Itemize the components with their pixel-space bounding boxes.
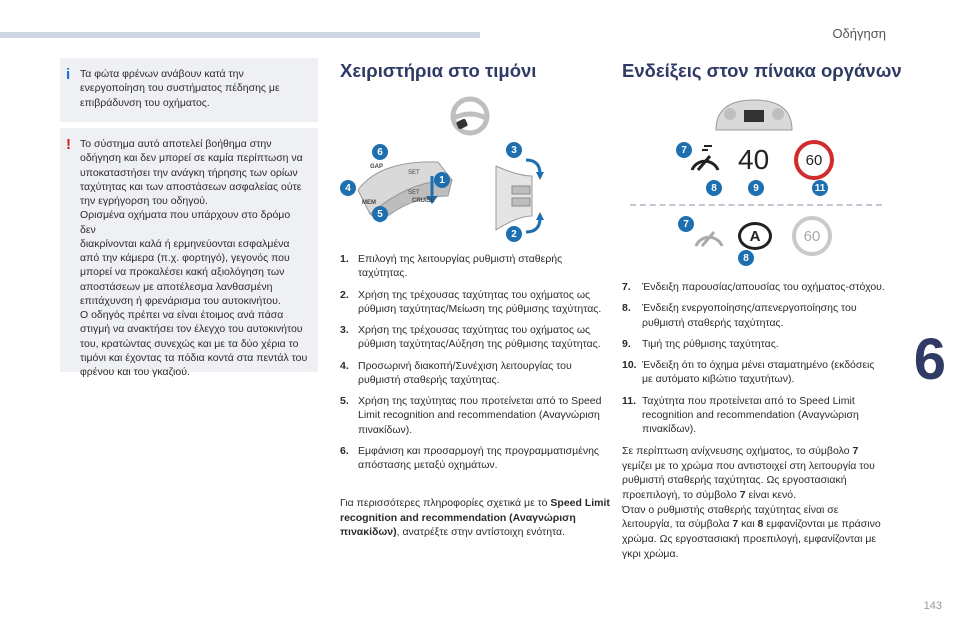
list-item: 10. Ένδειξη ότι το όχημα μένει σταματημέν…	[622, 358, 888, 387]
radar-inactive-icon	[694, 231, 724, 247]
list-item: 2. Χρήση της τρέχουσας ταχύτητας του οχήμ…	[340, 288, 602, 317]
p1-text: Σε περίπτωση ανίχνευσης οχήματος, το σύμ…	[622, 445, 853, 457]
page-number: 143	[923, 600, 942, 612]
item-text: Ένδειξη ότι το όχημα μένει σταματημένο (…	[642, 359, 875, 386]
stalk-label-mem: MEM	[362, 200, 376, 206]
list-item: 11. Ταχύτητα που προτείνεται από το Speed…	[622, 394, 888, 437]
item-text: Ταχύτητα που προτείνεται από το Speed Li…	[642, 394, 859, 436]
callout-9-top: 9	[748, 180, 764, 196]
speed-limit-sign-inactive: 60	[792, 216, 832, 256]
more-info-feature-name: Speed Limit recognition and recommendati…	[340, 497, 610, 539]
p1-text-mid: γεμίζει με το χρώμα που αντιστοιχεί στη …	[622, 459, 875, 502]
stalk-label-cruise: CRUISE	[412, 198, 435, 204]
p2-text-after: εμφανίζονται με πράσινο χρώμα. Ως εργοστ…	[622, 518, 881, 560]
callout-8-bottom: 8	[738, 250, 754, 266]
item-text: Χρήση της τρέχουσας ταχύτητας του οχήματ…	[358, 324, 601, 351]
item-text: Ένδειξη παρουσίας/απουσίας του οχήματος-…	[642, 281, 885, 293]
item-text: Ένδειξη ενεργοποίησης/απενεργοποίησης το…	[642, 302, 857, 329]
radar-active-icon	[690, 145, 720, 171]
callout-5: 5	[372, 206, 388, 222]
p1-symbol-ref-2: 7	[739, 489, 746, 502]
list-item: 9. Τιμή της ρύθμισης ταχύτητας.	[622, 337, 888, 351]
item-text: Προσωρινή διακοπή/Συνέχιση λειτουργίας τ…	[358, 359, 572, 386]
list-item: 5. Χρήση της ταχύτητας που προτείνεται απ…	[340, 394, 602, 437]
callout-3: 3	[506, 142, 522, 158]
item-number: 3.	[340, 324, 349, 337]
list-item: 6. Εμφάνιση και προσαρμογή της προγραμματ…	[340, 444, 602, 473]
more-info-text-after: , ανατρέξτε στην αντίστοιχη ενότητα.	[396, 526, 566, 539]
callout-2: 2	[506, 226, 522, 242]
item-number: 10.	[622, 359, 637, 372]
auto-hold-symbol: A	[749, 227, 761, 245]
speed-limit-sign-active: 60	[794, 140, 834, 180]
list-item: 7. Ένδειξη παρουσίας/απουσίας του οχήματο…	[622, 280, 888, 294]
set-speed-value: 40	[738, 144, 770, 175]
stalk-drawing	[357, 161, 454, 223]
item-text: Εμφάνιση και προσαρμογή της προγραμματισ…	[358, 444, 599, 472]
item-number: 6.	[340, 444, 349, 457]
p2-text-mid: και	[738, 518, 758, 531]
list-item: 8. Ένδειξη ενεργοποίησης/απενεργοποίησης …	[622, 301, 888, 330]
item-number: 8.	[622, 302, 631, 315]
more-info-paragraph: Για περισσότερες πληροφορίες σχετικά με …	[340, 496, 610, 540]
section-header: Οδήγηση	[832, 26, 886, 41]
callout-1: 1	[434, 172, 450, 188]
callout-8-top: 8	[706, 180, 722, 196]
item-text: Χρήση της ταχύτητας που προτείνεται από …	[358, 395, 602, 436]
callout-7-top: 7	[676, 142, 692, 158]
warning-note-text: Το σύστημα αυτό αποτελεί βοήθημα στην οδ…	[80, 138, 308, 379]
item-text: Τιμή της ρύθμισης ταχύτητας.	[642, 337, 779, 350]
top-decorative-bar	[0, 32, 480, 38]
item-number: 2.	[340, 288, 349, 301]
list-item: 3. Χρήση της τρέχουσας ταχύτητας του οχήμ…	[340, 323, 602, 352]
stalk-label-set-minus: SET	[408, 190, 420, 196]
item-number: 11.	[622, 394, 637, 407]
list-item: 4. Προσωρινή διακοπή/Συνέχιση λειτουργίας…	[340, 359, 602, 388]
chapter-tab	[912, 322, 960, 398]
speed-limit-sign-active-value: 60	[805, 151, 823, 169]
instrument-panel-icon	[715, 99, 793, 131]
warning-icon: !	[66, 136, 71, 153]
p2-symbol-ref-2: 8	[757, 518, 764, 531]
auto-hold-icon: A	[738, 222, 772, 250]
p1-text-after: είναι κενό.	[745, 489, 797, 502]
info-note-text: Τα φώτα φρένων ανάβουν κατά την ενεργοπο…	[80, 68, 280, 109]
steering-controls-list: 1. Επιλογή της λειτουργίας ρυθμιστή σταθε…	[340, 252, 602, 479]
item-number: 5.	[340, 395, 349, 408]
warning-note: ! Το σύστημα αυτό αποτελεί βοήθημα στην …	[60, 128, 318, 378]
symbol-explanation-paragraph: Σε περίπτωση ανίχνευσης οχήματος, το σύμ…	[622, 444, 890, 562]
stalk-label-set-plus: SET	[408, 170, 420, 176]
info-note: i Τα φώτα φρένων ανάβουν κατά την ενεργο…	[60, 58, 318, 122]
callout-7-bottom: 7	[678, 216, 694, 232]
symbol-explanation-p1: Σε περίπτωση ανίχνευσης οχήματος, το σύμ…	[622, 444, 890, 503]
item-text: Επιλογή της λειτουργίας ρυθμιστή σταθερή…	[358, 253, 563, 280]
item-number: 7.	[622, 281, 631, 293]
callout-6: 6	[372, 144, 388, 160]
steering-controls-heading: Χειριστήρια στο τιμόνι	[340, 60, 537, 81]
symbol-explanation-p2: Όταν ο ρυθμιστής σταθερής ταχύτητας είνα…	[622, 503, 890, 562]
instrument-panel-heading: Ενδείξεις στον πίνακα οργάνων	[622, 60, 902, 81]
callout-11-top: 11	[812, 180, 828, 196]
list-item: 1. Επιλογή της λειτουργίας ρυθμιστή σταθε…	[340, 252, 602, 281]
item-number: 1.	[340, 253, 349, 265]
p1-symbol-ref: 7	[852, 445, 859, 457]
display-separator	[630, 204, 882, 206]
steering-wheel-buttons-illustration	[495, 158, 544, 234]
item-text: Χρήση της τρέχουσας ταχύτητας του οχήματ…	[358, 288, 602, 315]
steering-wheel-icon	[450, 96, 490, 136]
p2-symbol-ref: 7	[732, 518, 739, 531]
stalk-label-gap: GAP	[370, 164, 384, 170]
speed-limit-sign-inactive-value: 60	[803, 227, 821, 245]
indicators-list: 7. Ένδειξη παρουσίας/απουσίας του οχήματο…	[622, 280, 888, 443]
chapter-number: 6	[913, 327, 946, 392]
p2-text: Όταν ο ρυθμιστής σταθερής ταχύτητας είνα…	[622, 503, 839, 531]
more-info-text-before: Για περισσότερες πληροφορίες σχετικά με …	[340, 497, 551, 509]
cruise-control-stalk-illustration: GAP SET SET MEM CRUISE	[340, 140, 460, 236]
callout-4: 4	[340, 180, 356, 196]
item-number: 4.	[340, 359, 349, 372]
info-icon: i	[66, 66, 71, 83]
item-number: 9.	[622, 337, 631, 350]
